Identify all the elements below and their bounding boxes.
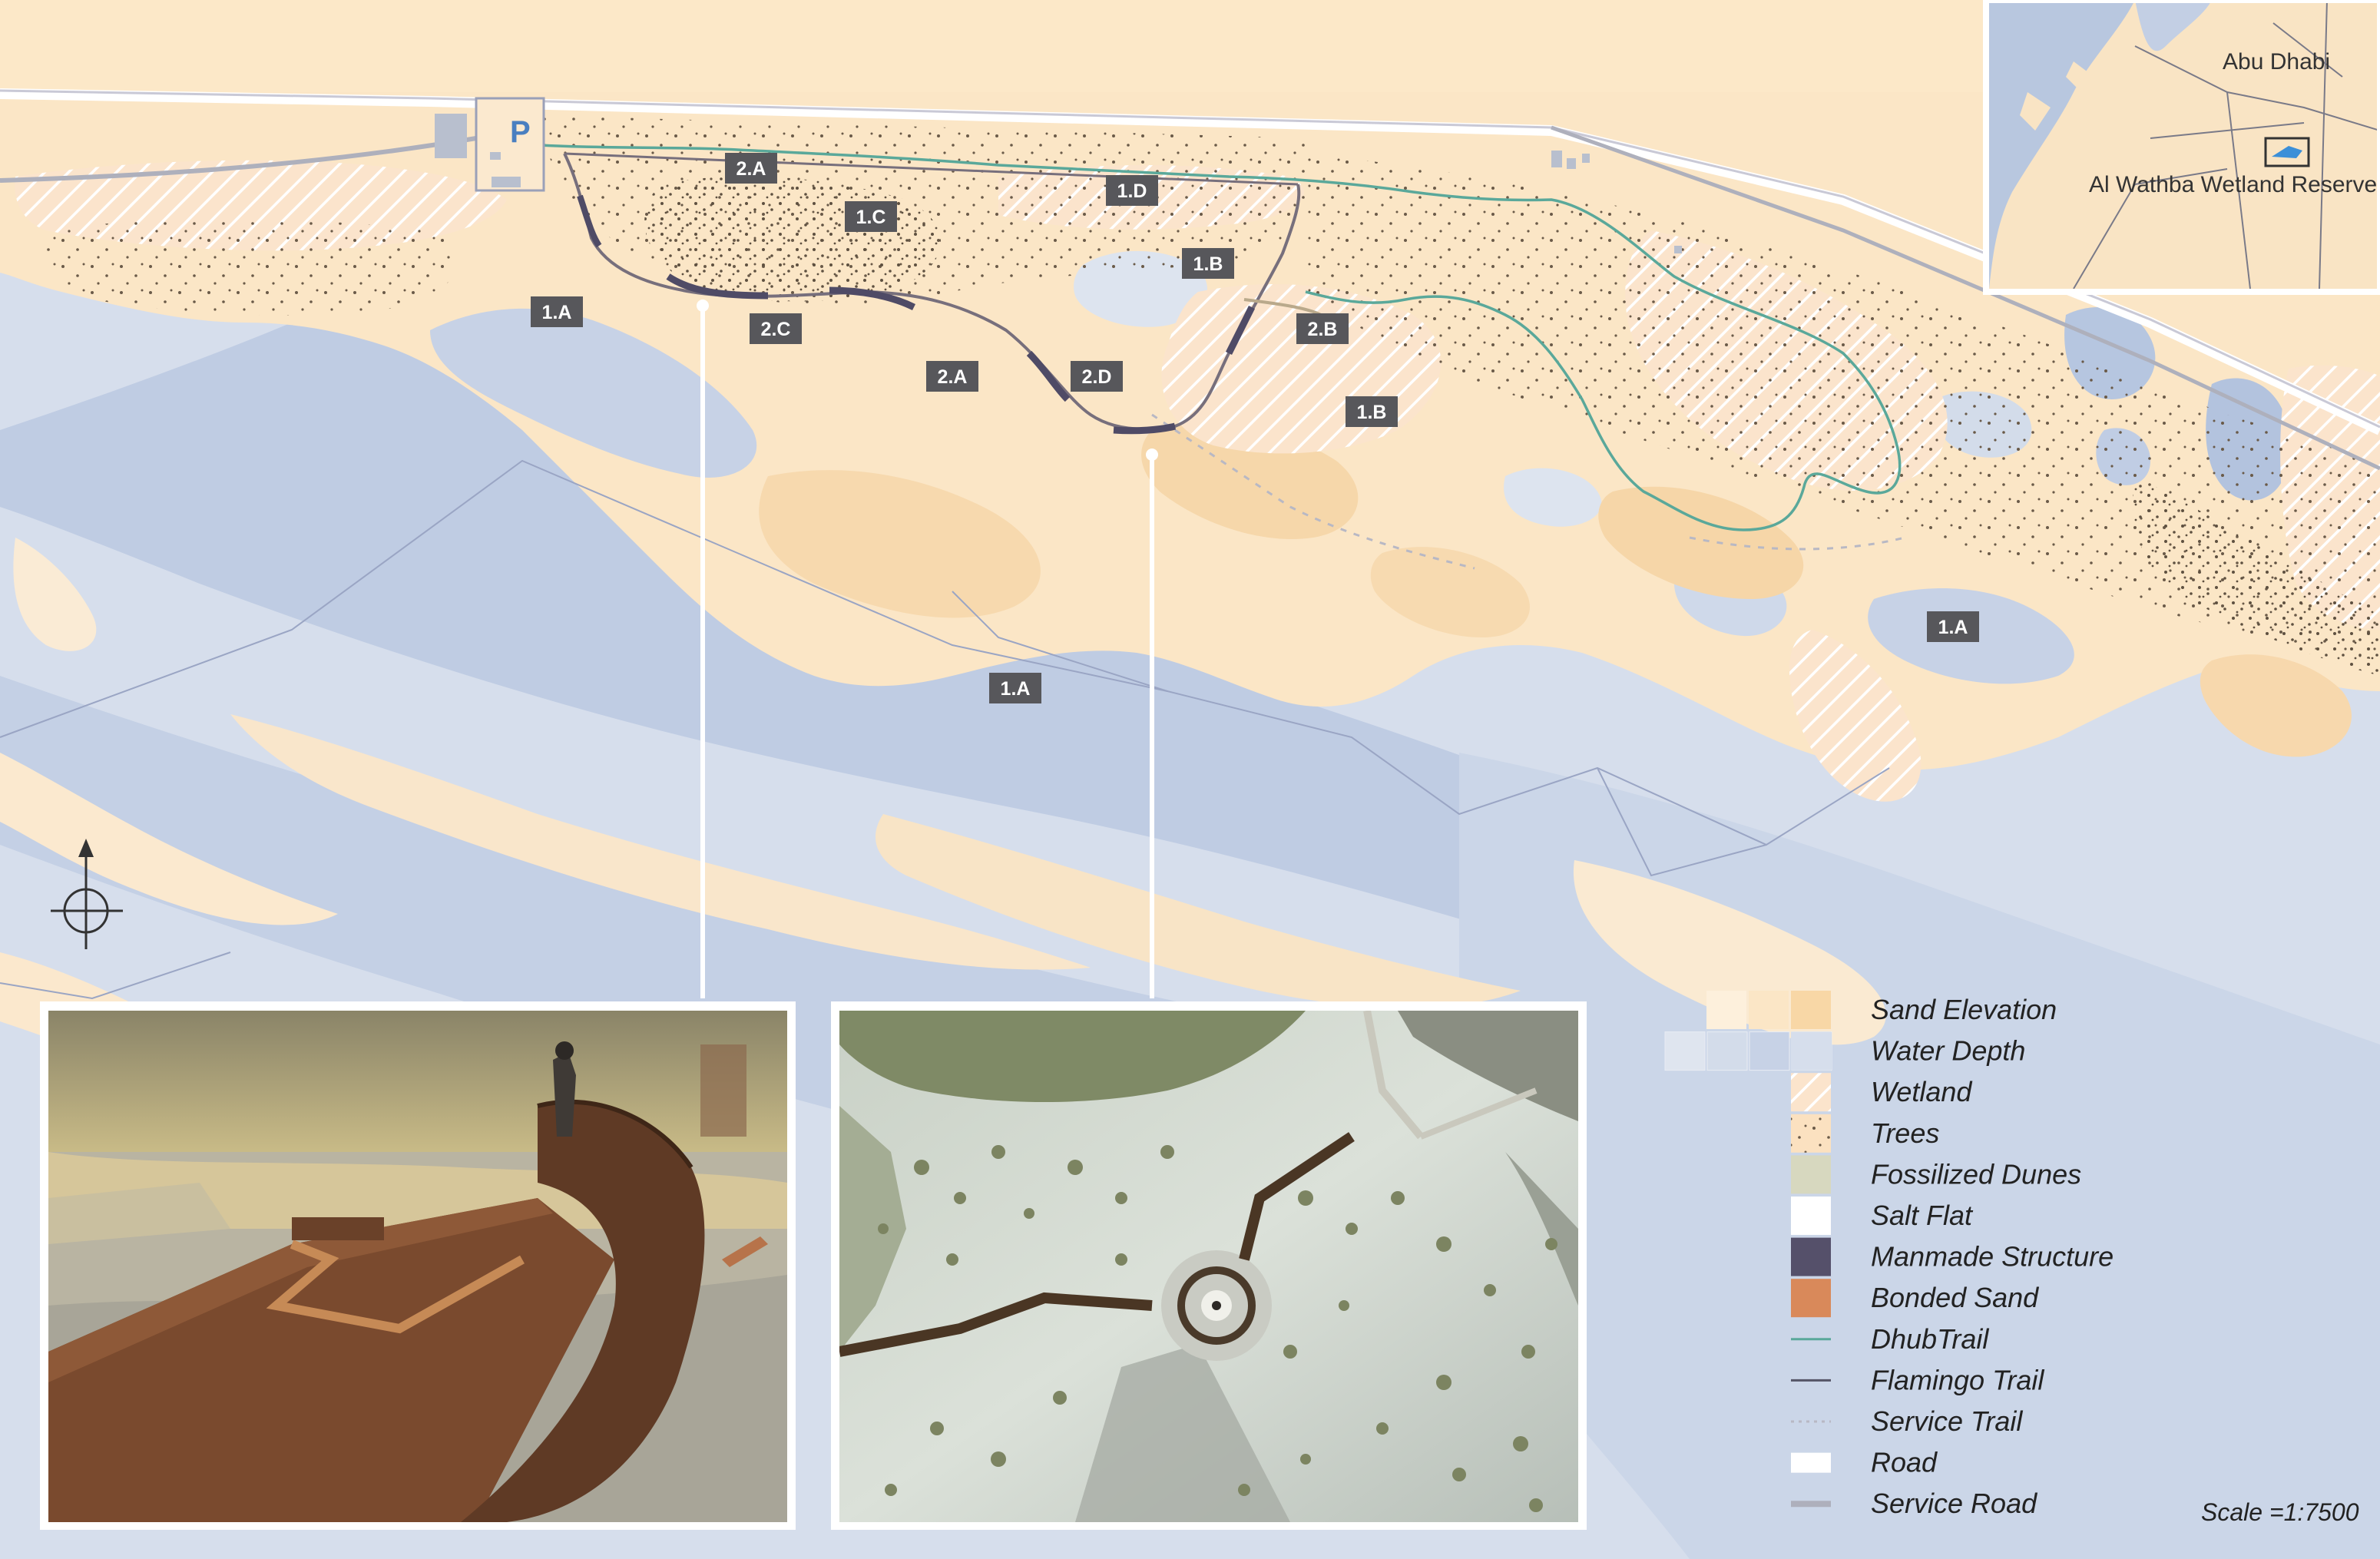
sand-path-2b [1243,298,1322,316]
legend-swatch-water-depth [1791,1031,1831,1071]
buildings-east [1551,151,1682,253]
lagoon-1a-west [430,308,757,478]
north-arrow-icon [51,839,123,949]
legend-swatch-water-2 [1749,1031,1790,1071]
zone-label-2d: 2.D [1071,361,1123,392]
svg-text:2.A: 2.A [737,158,766,180]
legend-label-7: Bonded Sand [1871,1282,2039,1313]
zone-label-1b-north: 1.B [1182,248,1234,279]
zone-label-1d: 1.D [1106,175,1158,206]
zone-label-1a-west: 1.A [531,296,583,327]
zone-label-1b-east: 1.B [1346,396,1398,427]
legend-label-8: DhubTrail [1871,1323,1989,1355]
svg-text:2.A: 2.A [938,366,968,388]
sand-shoal-middle [230,714,1091,970]
main-road-edge [0,89,2380,429]
legend-swatch-salt-flat [1791,1197,1831,1235]
legend-label-5: Salt Flat [1871,1200,1974,1231]
sand-elevation-3 [1598,486,1804,599]
zone-label-2a-north: 2.A [725,153,777,184]
legend-swatch-sand-0 [1706,991,1746,1029]
dhub-trail [491,141,1902,531]
zone-label-1a-center: 1.A [989,673,1041,703]
boundary-line-4 [0,952,231,1000]
boardwalk-segment-6 [1225,305,1256,356]
legend-swatches [1664,991,1832,1508]
main-road [0,88,2380,435]
trees-far-east-strip [2133,476,2380,676]
legend-label-10: Service Trail [1871,1405,2023,1437]
legend-swatch-water-1 [1706,1031,1748,1071]
zone-label-2c: 2.C [750,313,802,344]
svg-text:1.A: 1.A [1938,617,1968,638]
zone-label-1c: 1.C [845,201,897,232]
legend-label-0: Sand Elevation [1871,994,2057,1025]
svg-text:1.B: 1.B [1193,253,1223,275]
boardwalk-segment-3 [829,286,916,311]
trees-west-field [40,219,457,316]
legend-label-1: Water Depth [1871,1035,2025,1067]
svg-text:1.A: 1.A [542,302,572,323]
legend-label-6: Manmade Structure [1871,1241,2114,1273]
legend-swatch-water-0 [1664,1031,1706,1071]
legend-label-12: Service Road [1871,1488,2037,1519]
svg-text:2.C: 2.C [761,319,791,340]
aerial-tower-photo [831,1001,1587,1530]
sand-shoal-lower [876,814,1521,1008]
sand-shoal-west [0,753,338,925]
service-trail-2 [1689,536,1905,551]
legend-label-3: Trees [1871,1117,1939,1149]
legend-label-2: Wetland [1871,1076,1972,1107]
legend-swatch-manmade-structure [1791,1237,1831,1276]
zone-label-1a-east: 1.A [1927,611,1979,642]
trees-east-field [1306,154,2380,660]
service-trail-1 [1151,413,1475,570]
parking-label: P [510,115,531,149]
sand-elevation-2 [1141,424,1359,539]
legend-label-11: Road [1871,1447,1938,1478]
flamingo-trail-north [564,152,1299,186]
svg-text:1.B: 1.B [1357,402,1387,423]
sand-elevation-4 [1370,547,1530,637]
sand-elevation-5 [2200,654,2352,757]
boardwalk-segment-4 [1026,350,1071,402]
boardwalk-render-photo [40,1001,796,1530]
boardwalk-segment-2 [666,273,769,300]
service-road-north [0,136,477,183]
legend-swatch-trees-dots [1791,1114,1831,1153]
legend-swatch-fossilized-dunes [1791,1155,1831,1194]
wetland-zone-far-east [1789,630,1922,802]
pond-east-1 [1504,468,1602,527]
legend-label-9: Flamingo Trail [1871,1364,2044,1395]
svg-text:2.B: 2.B [1308,319,1338,340]
legend-swatch-sand-1 [1749,991,1789,1029]
boardwalk-segment-5 [1113,422,1177,435]
inset-locator-map: Abu Dhabi Al Wathba Wetland Reserve [1989,0,2380,289]
inset-label-abu-dhabi: Abu Dhabi [2223,49,2330,74]
legend-swatch-bonded-sand [1791,1279,1831,1318]
sand-elevation-1 [759,470,1041,618]
boundary-line-2 [952,591,1168,692]
sand-shoal-far-west [13,538,97,651]
svg-text:1.A: 1.A [1001,678,1031,700]
legend-swatch-wetland [1791,1073,1831,1112]
service-road-east [1551,125,2380,471]
parking-area [435,97,545,192]
zone-label-2b: 2.B [1296,313,1349,344]
inset-label-reserve: Al Wathba Wetland Reserve [2089,172,2377,197]
svg-text:1.D: 1.D [1117,180,1147,202]
svg-text:2.D: 2.D [1082,366,1112,388]
zone-label-2a-south: 2.A [926,361,978,392]
legend-label-4: Fossilized Dunes [1871,1158,2081,1190]
svg-text:1.C: 1.C [856,207,886,228]
scale-text: Scale =1:7500 [2201,1498,2359,1526]
boundary-line-3 [1597,767,1767,877]
legend-swatch-sand-elevation [1791,991,1831,1029]
boardwalk-segment-1 [577,194,602,248]
zone-labels: 2.A 1.C 1.D 1.B 1.A 2.C 2.B 2.A 2.D 1.B 1.A 1.A [531,153,1979,703]
